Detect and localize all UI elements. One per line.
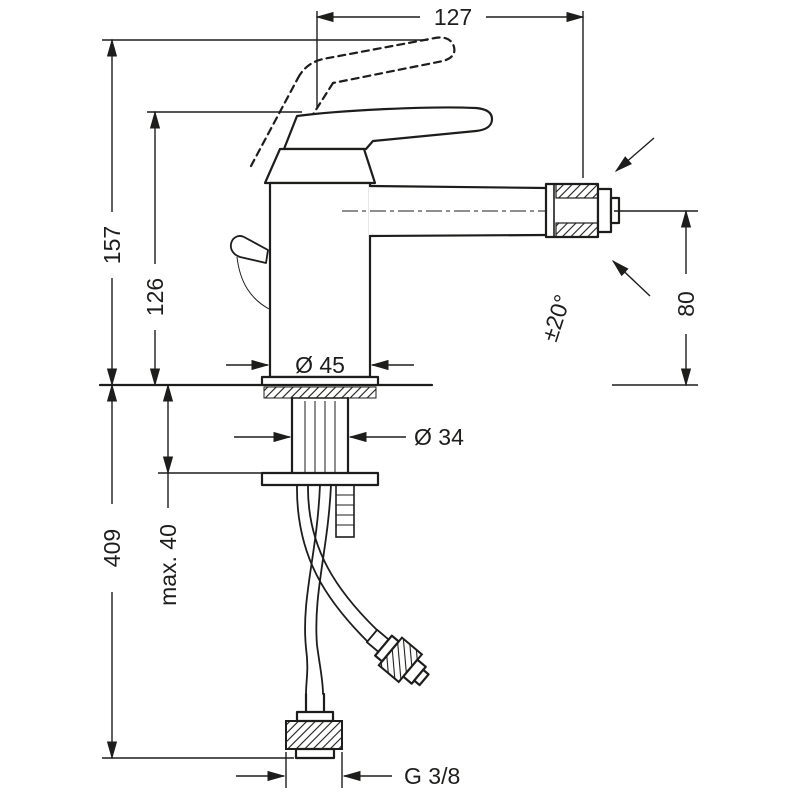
- dim-connection-thread-label: G 3/8: [404, 763, 460, 789]
- spout: [342, 184, 634, 238]
- dim-connection-thread: G 3/8: [236, 752, 460, 789]
- dim-total-height: 157: [99, 38, 428, 387]
- threaded-stud: [335, 484, 355, 538]
- mounting-seal: [263, 386, 377, 399]
- pop-up-rod: [229, 235, 270, 310]
- hose-connector-angled: [365, 628, 430, 687]
- dim-max-mounting-thickness-label: max. 40: [155, 524, 181, 606]
- dim-body-height: 126: [142, 110, 302, 387]
- handle-cap: [263, 147, 377, 185]
- dim-top-width: 127: [315, 4, 585, 178]
- dim-spout-height-label: 80: [673, 291, 699, 317]
- dim-shank-diameter: Ø 34: [234, 424, 464, 450]
- dim-base-diameter-label: Ø 45: [295, 352, 345, 378]
- dim-base-diameter: Ø 45: [226, 352, 414, 378]
- shank: [290, 396, 350, 475]
- dim-below-deck-length-label: 409: [99, 529, 125, 567]
- dim-swivel-angle-label: ±20°: [536, 291, 575, 344]
- dim-top-width-label: 127: [434, 4, 472, 30]
- dim-body-height-label: 126: [142, 278, 168, 316]
- dim-max-mounting-thickness: max. 40: [155, 383, 263, 606]
- faucet-base: [260, 375, 380, 387]
- dim-total-height-label: 157: [99, 226, 125, 264]
- faucet-body: [268, 181, 372, 379]
- dim-swivel-angle: ±20°: [536, 137, 655, 345]
- dim-shank-diameter-label: Ø 34: [414, 424, 464, 450]
- dim-below-deck-length: 409: [99, 383, 294, 760]
- hose-connector-straight: [285, 692, 343, 760]
- aerator: [544, 182, 621, 239]
- dim-spout-height: 80: [612, 209, 699, 387]
- supply-hoses: [296, 484, 378, 695]
- mounting-flange: [260, 471, 380, 487]
- handle-lever: [282, 106, 494, 151]
